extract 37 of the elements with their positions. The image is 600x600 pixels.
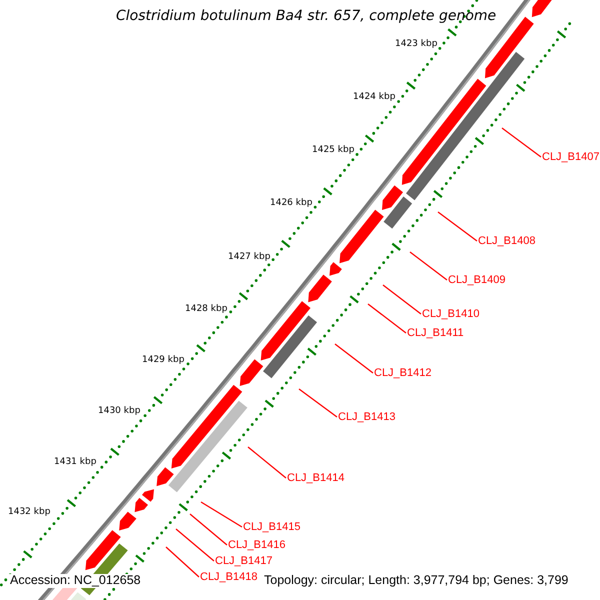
leader-line xyxy=(502,128,542,158)
leader-line xyxy=(298,388,338,418)
leader-line xyxy=(334,344,374,374)
gene-label: CLJ_B1410 xyxy=(422,308,480,320)
scale-label: 1424 kbp xyxy=(353,93,396,103)
leader-line xyxy=(368,304,406,334)
leader-line xyxy=(190,514,228,546)
leader-line xyxy=(410,252,448,280)
scale-label: 1429 kbp xyxy=(142,356,184,366)
gene-label: CLJ_B1408 xyxy=(478,235,536,248)
leader-line xyxy=(382,284,422,314)
scale-label: 1430 kbp xyxy=(98,407,140,417)
diagram-title: Clostridium botulinum Ba4 str. 657, complete genome xyxy=(116,9,496,24)
scale-label: 1427 kbp xyxy=(228,253,270,263)
scale-label: 1428 kbp xyxy=(185,305,228,315)
gene-label: CLJ_B1409 xyxy=(448,274,506,286)
leader-line xyxy=(176,528,214,562)
leader-line xyxy=(248,446,286,478)
footer-text: Accession: NC_012658 xyxy=(8,574,143,588)
gene-label: CLJ_B1418 xyxy=(200,571,258,584)
gene-label: CLJ_B1412 xyxy=(374,367,432,380)
leader-line xyxy=(166,546,200,578)
gene-label: CLJ_B1414 xyxy=(287,472,344,484)
scale-label: 1431 kbp xyxy=(54,458,96,468)
leader-line xyxy=(200,501,242,528)
gene-label: CLJ_B1407 xyxy=(542,151,600,164)
gene-label: CLJ_B1415 xyxy=(243,521,300,534)
scale-label: 1423 kbp xyxy=(395,40,438,50)
gene-label: CLJ_B1411 xyxy=(407,327,464,340)
scale-label: 1425 kbp xyxy=(312,146,354,156)
scale-label: 1432 kbp xyxy=(8,508,50,518)
gene-label: CLJ_B1417 xyxy=(215,555,272,568)
footer-text: Topology: circular; Length: 3,977,794 bp; Genes: 3,799 xyxy=(262,574,570,588)
leader-line xyxy=(438,212,478,242)
scale-label: 1426 kbp xyxy=(270,199,312,209)
gene-label: CLJ_B1413 xyxy=(338,411,396,424)
gene-label: CLJ_B1416 xyxy=(228,539,286,552)
